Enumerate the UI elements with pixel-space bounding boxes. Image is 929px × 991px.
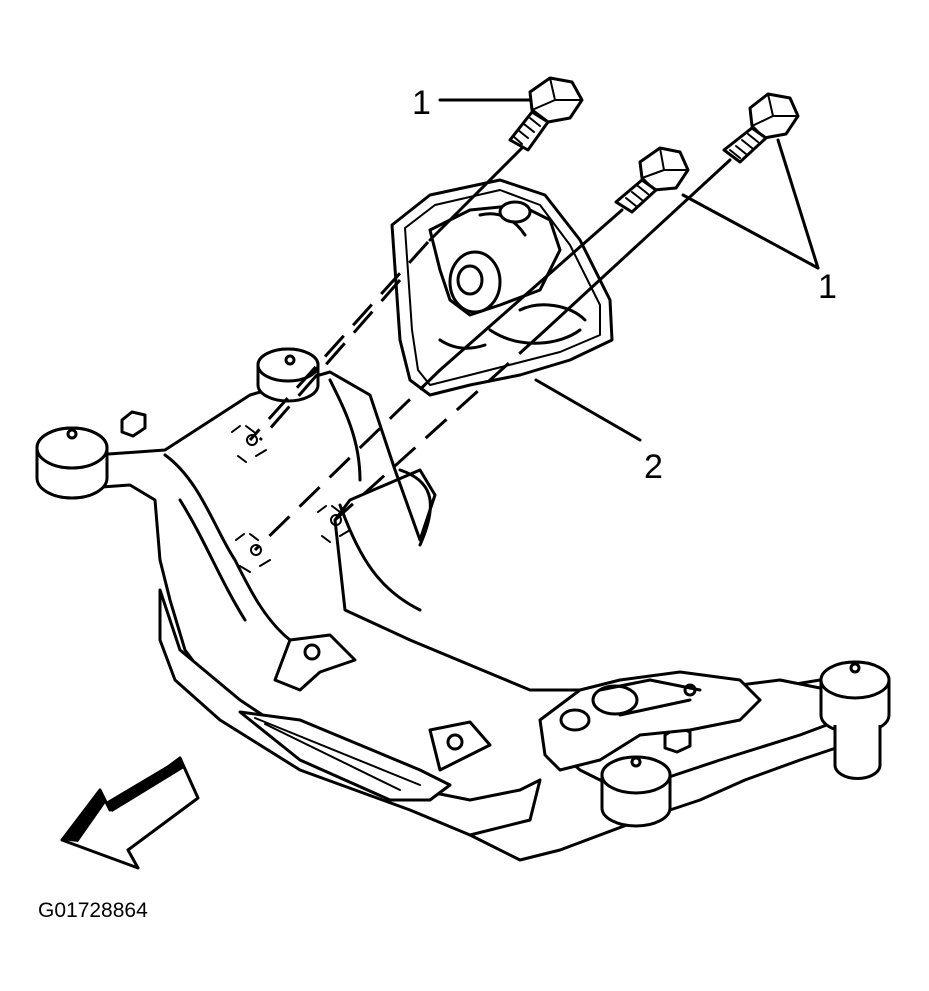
cradle-hole-markers bbox=[231, 425, 351, 573]
front-direction-arrow bbox=[60, 756, 200, 870]
callout-2: 2 bbox=[644, 448, 663, 486]
bolt-centerlines bbox=[248, 146, 732, 552]
engine-mount-insulator bbox=[390, 178, 614, 397]
leader-lines bbox=[438, 98, 820, 442]
callout-1-right: 1 bbox=[818, 268, 837, 306]
mount-bolt-right bbox=[722, 92, 800, 164]
lower-mount-bracket bbox=[538, 670, 762, 772]
mount-bolt-center bbox=[614, 146, 690, 214]
callout-1-left: 1 bbox=[412, 84, 431, 122]
figure-code: G01728864 bbox=[38, 899, 148, 922]
mount-bolt-left bbox=[508, 76, 584, 152]
